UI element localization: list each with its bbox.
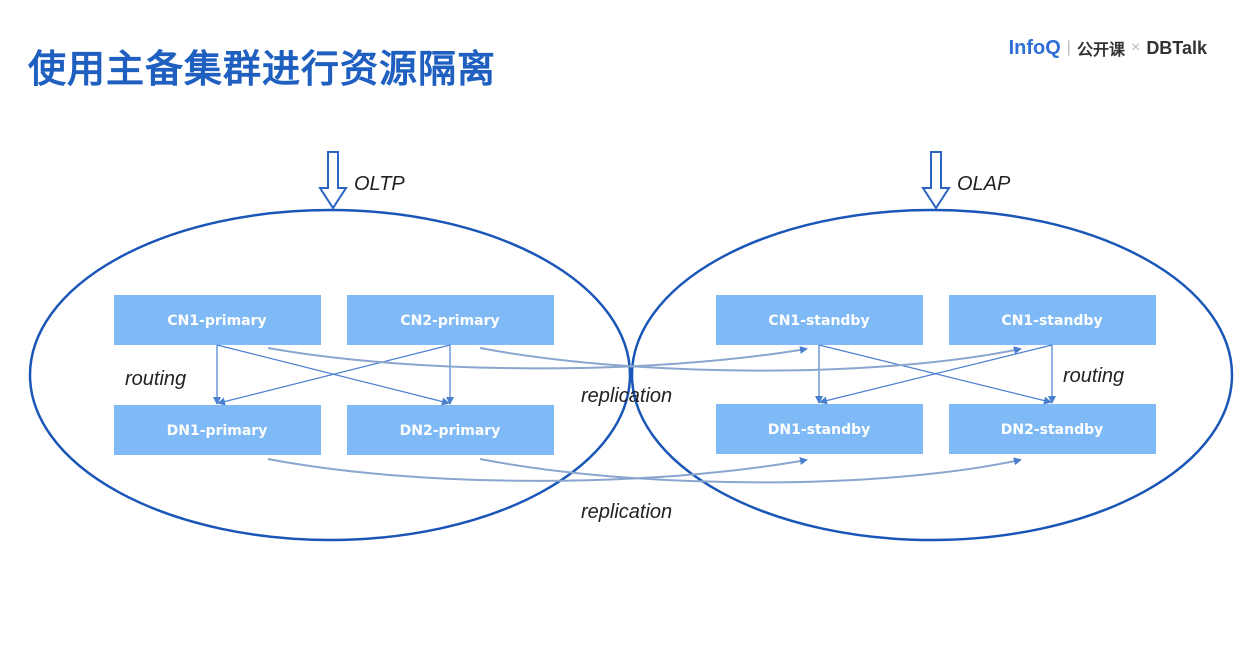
node-cn1-primary: CN1-primary	[114, 295, 321, 345]
node-dn1-primary: DN1-primary	[114, 405, 321, 455]
routing-label-left: routing	[125, 368, 186, 390]
olap-input-arrow-icon	[921, 151, 951, 210]
replication-arrows-dn	[267, 457, 1022, 484]
replication-arrows-cn	[267, 346, 1022, 372]
node-dn2-primary: DN2-primary	[347, 405, 554, 455]
routing-label-right: routing	[1063, 365, 1124, 387]
dbtalk-logo: DBTalk	[1146, 37, 1207, 58]
svg-text:DN2-standby: DN2-standby	[1001, 422, 1104, 438]
svg-text:DN1-primary: DN1-primary	[167, 423, 268, 439]
olap-label: OLAP	[957, 173, 1011, 195]
node-dn2-standby: DN2-standby	[949, 404, 1156, 454]
routing-arrows-standby	[815, 344, 1056, 405]
course-logo: 公开课	[1076, 42, 1125, 59]
replication-label-bottom: replication	[581, 501, 672, 523]
oltp-input-arrow-icon	[318, 151, 348, 210]
standby-cluster-ellipse	[630, 208, 1234, 542]
svg-text:CN1-standby: CN1-standby	[1001, 313, 1102, 329]
page-title: 使用主备集群进行资源隔离	[28, 47, 497, 91]
node-dn1-standby: DN1-standby	[716, 404, 923, 454]
svg-text:CN1-standby: CN1-standby	[768, 313, 869, 329]
svg-text:DN1-standby: DN1-standby	[768, 422, 871, 438]
infoq-logo: InfoQ	[1008, 36, 1061, 59]
brand-x-icon: ×	[1130, 39, 1141, 56]
brand-separator: |	[1066, 39, 1071, 56]
node-cn2-standby: CN1-standby	[949, 295, 1156, 345]
svg-text:CN1-primary: CN1-primary	[167, 313, 266, 329]
node-cn1-standby: CN1-standby	[716, 295, 923, 345]
svg-text:DN2-primary: DN2-primary	[400, 423, 501, 439]
brand-logos: InfoQ | 公开课 × DBTalk	[1009, 36, 1207, 60]
primary-cluster-ellipse	[28, 208, 632, 542]
node-cn2-primary: CN2-primary	[347, 295, 554, 345]
svg-text:CN2-primary: CN2-primary	[400, 313, 499, 329]
routing-arrows-primary	[213, 344, 454, 406]
oltp-label: OLTP	[354, 173, 405, 195]
replication-label-top: replication	[581, 385, 672, 407]
